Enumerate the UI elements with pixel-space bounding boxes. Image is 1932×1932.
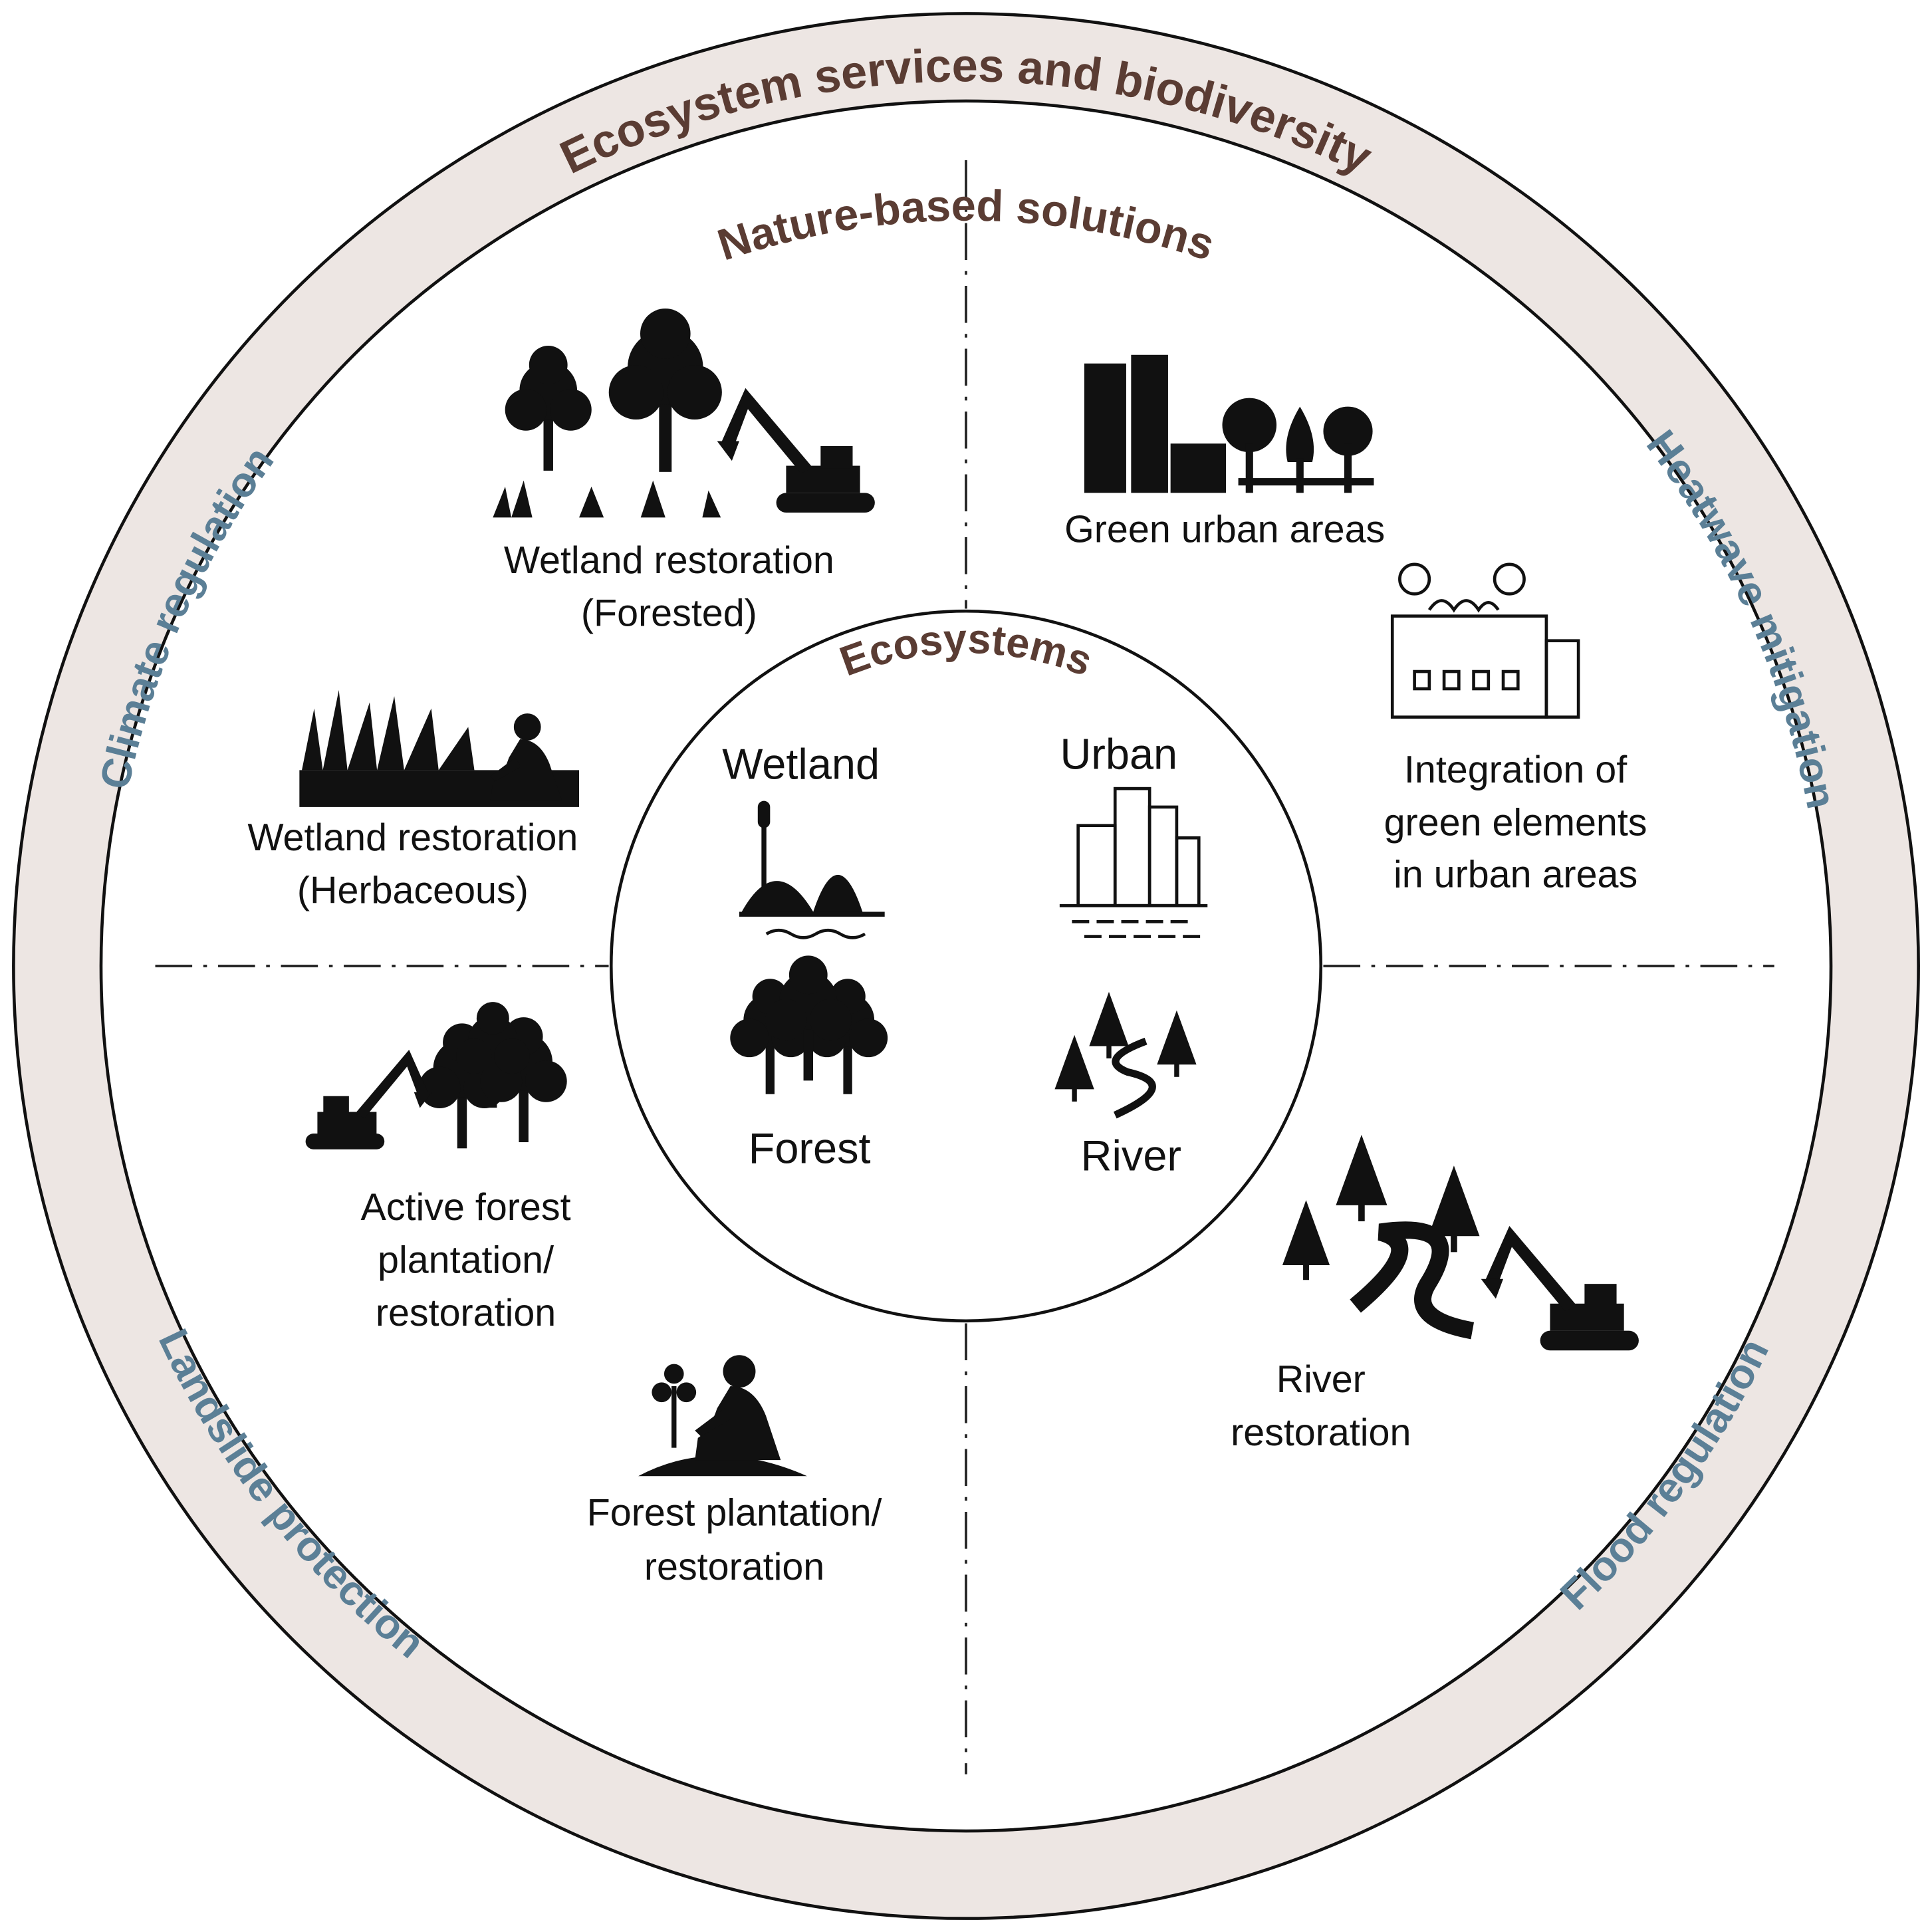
label-river-restoration-2: restoration (1231, 1411, 1411, 1454)
wetland-herbaceous-planting-icon (299, 689, 580, 807)
label-active-forest-3: restoration (376, 1292, 556, 1334)
label-integration-1: Integration of (1404, 749, 1628, 791)
label-active-forest-1: Active forest (361, 1186, 571, 1229)
label-wetland-forested-1: Wetland restoration (504, 539, 834, 582)
inner-circle (609, 609, 1323, 1323)
wetland-forested-excavator-icon (493, 308, 875, 518)
ecosystem-wetland-label: Wetland (722, 739, 880, 788)
green-urban-icon (1084, 354, 1374, 493)
label-integration-2: green elements (1384, 802, 1647, 844)
label-wetland-forested-2: (Forested) (581, 592, 757, 634)
label-forest-plantation-1: Forest plantation/ (587, 1491, 882, 1534)
wetland-icon (739, 800, 885, 939)
label-wetland-herb-2: (Herbaceous) (297, 869, 529, 911)
label-integration-3: in urban areas (1393, 853, 1637, 896)
label-active-forest-2: plantation/ (378, 1239, 554, 1281)
label-river-restoration-1: River (1276, 1358, 1366, 1401)
ecosystem-forest-label: Forest (749, 1124, 871, 1173)
river-excavator-icon (1282, 1134, 1639, 1351)
city-icon (1059, 786, 1208, 938)
ecosystem-urban-label: Urban (1060, 729, 1177, 778)
ecosystem-river-label: River (1081, 1132, 1181, 1180)
person-planting-icon (638, 1355, 807, 1477)
label-forest-plantation-2: restoration (644, 1546, 824, 1588)
river-icon (1054, 991, 1197, 1119)
green-roof-building-icon (1390, 562, 1580, 719)
label-green-urban: Green urban areas (1064, 508, 1385, 550)
label-wetland-herb-1: Wetland restoration (247, 816, 578, 859)
